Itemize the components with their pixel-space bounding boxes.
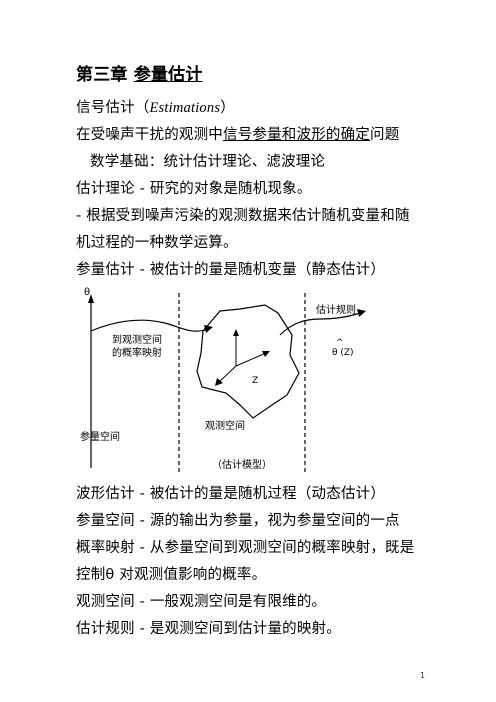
- rule-label: 估计规则: [316, 303, 356, 316]
- figure-caption: （估计模型）: [212, 458, 272, 471]
- chapter-name: 参量估计: [133, 65, 203, 85]
- paragraph-definition-line2: 机过程的一种数学运算。: [76, 235, 238, 251]
- z-axis-right: [235, 352, 267, 367]
- mapping-label-line1: 到观测空间: [112, 333, 162, 346]
- estimation-model-figure: θ 到观测空间 的概率映射 Z 估计规则 ^ θ (Z) 参量空间 观测空间 （…: [80, 287, 366, 475]
- page-number: 1: [420, 671, 426, 680]
- paragraph-waveform-estimation: 波形估计 - 被估计的量是随机过程（动态估计）: [76, 486, 386, 502]
- mapping-label-line2: 的概率映射: [112, 346, 162, 359]
- param-space-label: 参量空间: [80, 430, 120, 443]
- paragraph-parameter-space: 参量空间 - 源的输出为参量，视为参量空间的一点: [76, 513, 400, 529]
- paragraph-signal-estimation: 信号估计（Estimations）: [76, 100, 235, 116]
- z-axis-down: [217, 365, 237, 384]
- paragraph-definition-line1: - 根据受到噪声污染的观测数据来估计随机变量和随: [76, 208, 410, 224]
- rule-arrow: [357, 309, 366, 317]
- paragraph-probability-mapping-line1: 概率映射 - 从参量空间到观测空间的概率映射，既是: [76, 540, 415, 556]
- paragraph-estimation-theory: 估计理论 - 研究的对象是随机现象。: [76, 181, 312, 197]
- chapter-number: 第三章: [76, 65, 128, 85]
- obs-space-label: 观测空间: [205, 419, 245, 432]
- estimate-hat: ^: [336, 338, 344, 348]
- estimate-label: θ (Z): [332, 348, 354, 358]
- rule-curve: [279, 312, 361, 336]
- theta-axis-label: θ: [84, 287, 90, 298]
- paragraph-parameter-estimation: 参量估计 - 被估计的量是随机变量（静态估计）: [76, 262, 386, 278]
- observation-space-region: [196, 304, 300, 419]
- theta-axis-arrow: [88, 294, 94, 303]
- paragraph-observation-space: 观测空间 - 一般观测空间是有限维的。: [76, 594, 327, 610]
- paragraph-problem: 在受噪声干扰的观测中信号参量和波形的确定问题: [76, 127, 400, 143]
- mapping-curve: [90, 319, 209, 332]
- chapter-title: 第三章 参量估计: [76, 64, 203, 86]
- paragraph-math-basis: 数学基础：统计估计理论、滤波理论: [90, 154, 326, 170]
- paragraph-estimation-rule: 估计规则 - 是观测空间到估计量的映射。: [76, 621, 341, 637]
- z-label: Z: [252, 376, 258, 386]
- paragraph-probability-mapping-line2: 控制θ 对观测值影响的概率。: [76, 567, 267, 583]
